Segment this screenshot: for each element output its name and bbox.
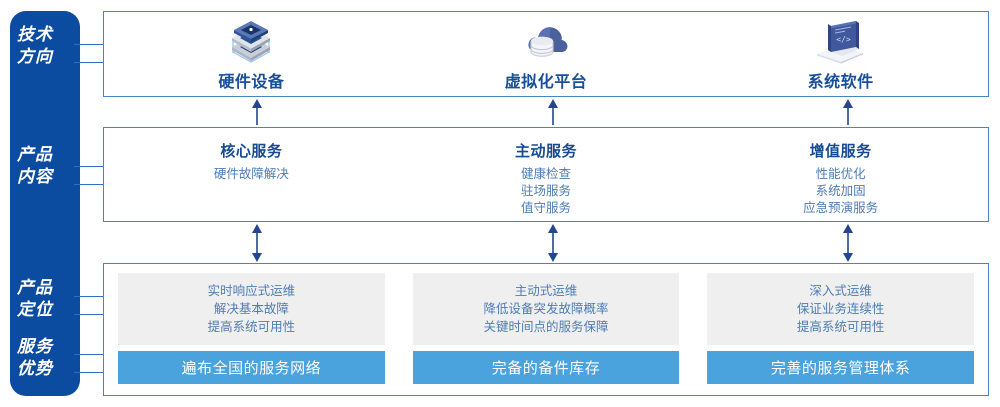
content-item-line: 硬件故障解决 — [213, 167, 289, 181]
left-rail — [10, 11, 80, 396]
connector-line-position-top — [74, 296, 104, 297]
arrow-double-value-added — [843, 224, 853, 262]
content-item-core-service[interactable]: 核心服务 硬件故障解决 — [104, 128, 399, 221]
content-item-line: 性能优化 — [815, 167, 866, 181]
content-item-line: 值守服务 — [520, 201, 571, 215]
rail-label-line1: 服务 — [17, 337, 53, 356]
rail-label-line2: 内容 — [17, 167, 53, 186]
rail-label-line2: 定位 — [17, 300, 53, 319]
arrow-double-core — [252, 224, 262, 262]
arrow-up-system-software — [843, 99, 853, 125]
cloud-database-icon — [528, 27, 568, 57]
rail-label-tech-direction: 技术 方向 — [0, 24, 70, 68]
content-item-value-added-service[interactable]: 增值服务 性能优化 系统加固 应急预演服务 — [693, 128, 988, 221]
tech-item-hardware[interactable]: 硬件设备 — [104, 12, 399, 96]
position-line: 解决基本故障 — [213, 302, 289, 316]
content-item-line: 系统加固 — [815, 184, 866, 198]
rail-label-service-advantage: 服务 优势 — [0, 336, 70, 380]
connector-line-tech-bottom — [74, 62, 104, 63]
content-item-line: 驻场服务 — [520, 184, 571, 198]
position-line: 主动式运维 — [514, 284, 578, 298]
tech-direction-panel: 硬件设备 虚拟化平台 — [103, 11, 989, 97]
advantage-bar[interactable]: 遍布全国的服务网络 — [118, 351, 385, 384]
connector-line-advantage-top — [74, 354, 104, 355]
tech-item-label: 系统软件 — [807, 74, 874, 91]
bottom-item-deep[interactable]: 深入式运维 保证业务连续性 提高系统可用性 完善的服务管理体系 — [693, 264, 988, 395]
laptop-code-icon: </> — [816, 21, 863, 64]
server-stack-icon — [231, 21, 271, 63]
position-card: 实时响应式运维 解决基本故障 提高系统可用性 — [118, 273, 385, 345]
position-line: 保证业务连续性 — [796, 302, 885, 316]
position-line: 提高系统可用性 — [207, 320, 296, 334]
position-card: 深入式运维 保证业务连续性 提高系统可用性 — [707, 273, 974, 345]
rail-label-product-position: 产品 定位 — [0, 277, 70, 321]
product-position-advantage-panel: 实时响应式运维 解决基本故障 提高系统可用性 遍布全国的服务网络 主动式运维 降… — [103, 263, 989, 396]
content-item-line: 应急预演服务 — [803, 201, 879, 215]
tech-item-label: 硬件设备 — [218, 74, 285, 91]
connector-line-content-bottom — [74, 184, 104, 185]
arrow-up-hardware — [252, 99, 262, 125]
position-line: 降低设备突发故障概率 — [483, 302, 609, 316]
connector-line-content-top — [74, 166, 104, 167]
position-line: 提高系统可用性 — [796, 320, 885, 334]
rail-label-line1: 产品 — [17, 145, 53, 164]
position-line: 实时响应式运维 — [207, 284, 296, 298]
connector-line-advantage-bottom — [74, 372, 104, 373]
content-item-proactive-service[interactable]: 主动服务 健康检查 驻场服务 值守服务 — [399, 128, 694, 221]
rail-label-line2: 优势 — [17, 359, 53, 378]
position-card: 主动式运维 降低设备突发故障概率 关键时间点的服务保障 — [412, 273, 680, 345]
advantage-bar[interactable]: 完备的备件库存 — [412, 351, 680, 384]
bottom-item-realtime[interactable]: 实时响应式运维 解决基本故障 提高系统可用性 遍布全国的服务网络 — [104, 264, 399, 395]
svg-text:</>: </> — [836, 35, 851, 44]
rail-label-product-content: 产品 内容 — [0, 144, 70, 188]
advantage-bar[interactable]: 完善的服务管理体系 — [707, 351, 974, 384]
tech-item-system-software[interactable]: </> 系统软件 — [693, 12, 988, 96]
connector-line-position-bottom — [74, 314, 104, 315]
content-item-title: 主动服务 — [514, 143, 577, 160]
rail-label-line1: 技术 — [17, 25, 53, 44]
position-line: 关键时间点的服务保障 — [483, 320, 609, 334]
position-line: 深入式运维 — [809, 284, 872, 298]
product-content-panel: 核心服务 硬件故障解决 主动服务 健康检查 驻场服务 值守服务 增值服务 性能优… — [103, 127, 989, 222]
bottom-item-proactive[interactable]: 主动式运维 降低设备突发故障概率 关键时间点的服务保障 完备的备件库存 — [399, 264, 694, 395]
tech-item-label: 虚拟化平台 — [504, 74, 588, 91]
arrow-double-proactive — [548, 224, 558, 262]
connector-line-tech-top — [74, 44, 104, 45]
content-item-title: 增值服务 — [809, 143, 872, 160]
tech-item-virtualization[interactable]: 虚拟化平台 — [399, 12, 694, 96]
rail-label-line1: 产品 — [17, 278, 53, 297]
content-item-title: 核心服务 — [220, 143, 283, 160]
rail-label-line2: 方向 — [17, 47, 53, 66]
arrow-up-virtualization — [548, 99, 558, 125]
content-item-line: 健康检查 — [520, 167, 571, 181]
